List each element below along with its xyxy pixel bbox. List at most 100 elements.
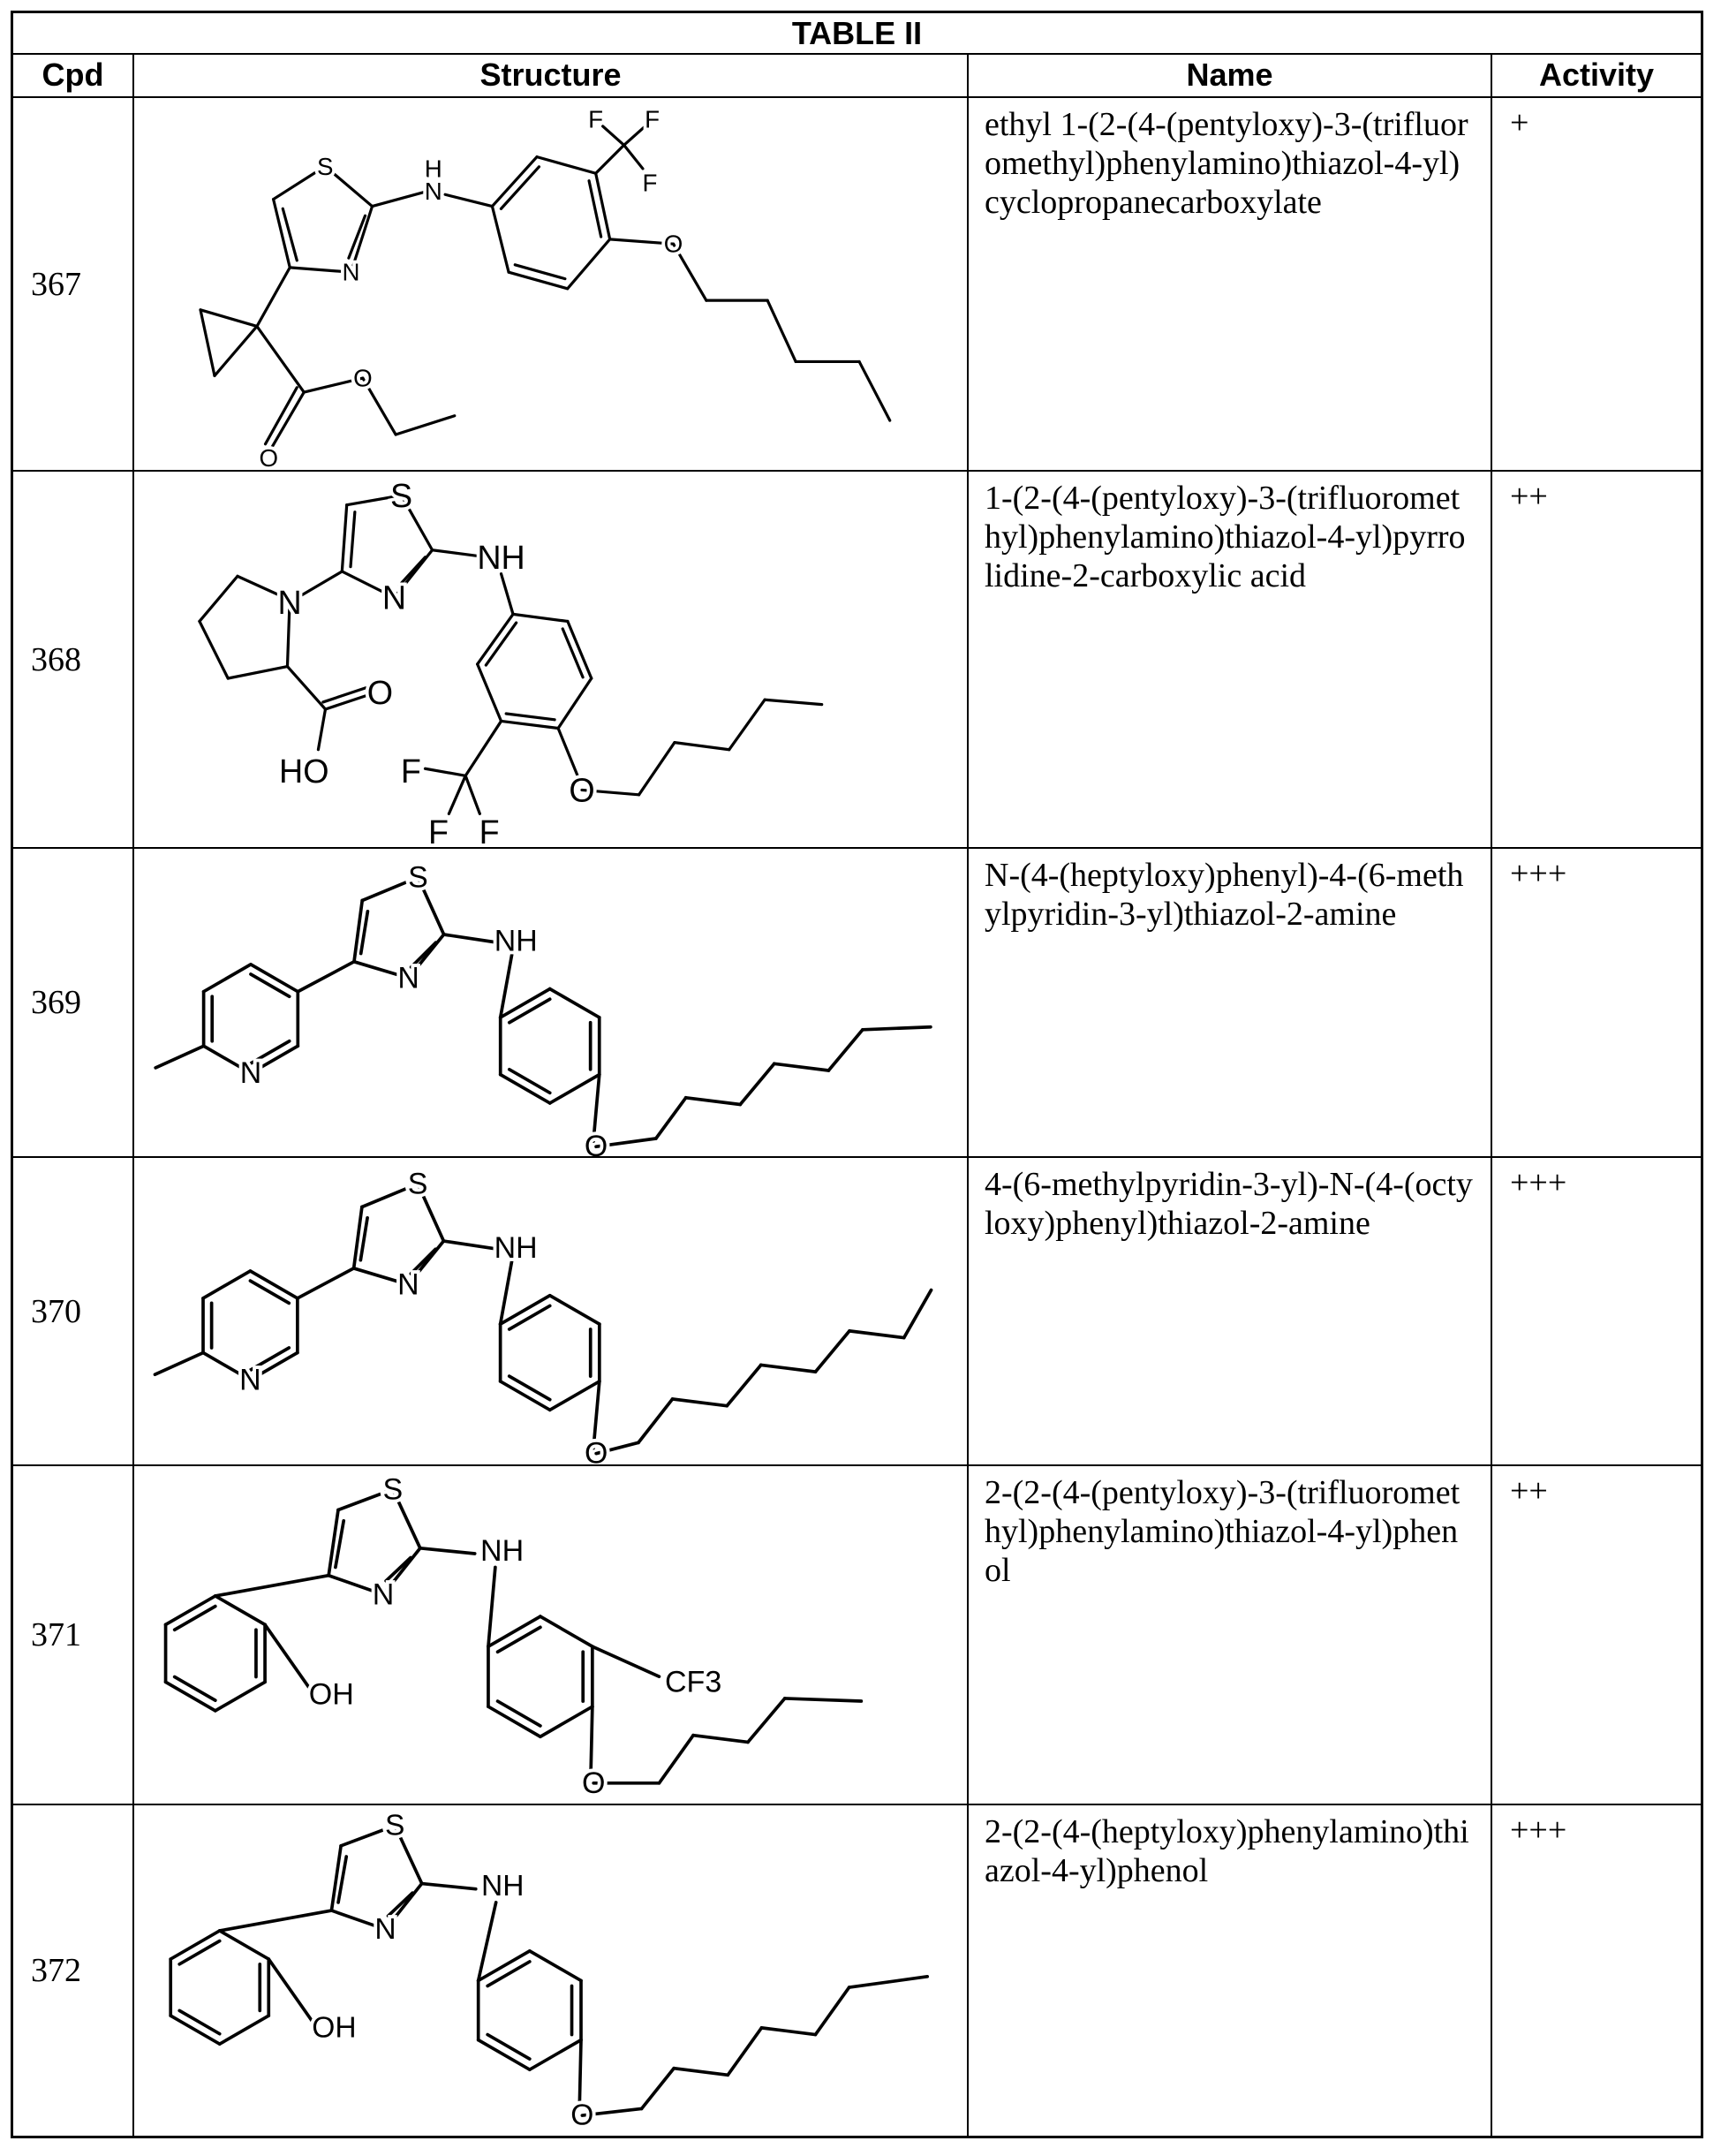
bond (828, 1030, 862, 1070)
compound-name: N-(4-(heptyloxy)phenyl)-4-(6-methylpyrid… (969, 849, 1492, 1158)
bond (686, 1098, 741, 1105)
compound-name: 1-(2-(4-(pentyloxy)-3-(trifluoromethyl)p… (969, 472, 1492, 849)
atom-label: N (343, 259, 360, 286)
bond (479, 1903, 496, 1981)
bond (761, 2028, 815, 2035)
bond (492, 157, 537, 207)
bond (729, 700, 765, 749)
bond (298, 962, 354, 992)
atom-label: O (585, 1130, 608, 1156)
bond (624, 126, 645, 145)
bond (568, 239, 610, 289)
structure-drawing: SNHNNO (134, 1158, 969, 1466)
atom-label: S (317, 153, 333, 180)
bond (761, 1365, 816, 1372)
bond (596, 173, 610, 239)
bond (175, 1607, 215, 1630)
bond (498, 1627, 540, 1652)
bond (727, 1365, 761, 1405)
atom-label: O (582, 1766, 605, 1800)
compound-id-text: 371 (31, 1615, 81, 1654)
activity-value: +++ (1492, 1158, 1701, 1466)
bond (487, 1962, 530, 1986)
bond (155, 1353, 203, 1375)
atom-label: S (390, 477, 412, 514)
bond (530, 2040, 581, 2070)
bond (502, 574, 513, 615)
bond (540, 1616, 593, 1646)
bond (200, 310, 215, 376)
bond (510, 1070, 550, 1093)
structure-drawing: SNHNNO (134, 849, 969, 1158)
atom-label: F (401, 753, 421, 790)
bond (487, 2035, 530, 2060)
bond (215, 1682, 265, 1710)
atom-label: O (569, 771, 594, 808)
bond (373, 193, 425, 207)
compound-name: 2-(2-(4-(pentyloxy)-3-(trifluoromethyl)p… (969, 1466, 1492, 1805)
bond (693, 1736, 748, 1743)
bond (767, 300, 796, 361)
bond (200, 576, 238, 621)
bond (785, 1698, 862, 1701)
atom-label: F (645, 105, 660, 132)
bond (445, 194, 492, 206)
table-title: TABLE II (13, 13, 1701, 55)
bond (200, 310, 257, 327)
bond (740, 1063, 774, 1104)
compound-id-text: 369 (31, 983, 81, 1022)
bond (257, 326, 304, 392)
bond (501, 1261, 512, 1324)
bond (815, 1331, 849, 1372)
bond (540, 1706, 593, 1736)
bond (204, 965, 251, 992)
bond (748, 1698, 785, 1742)
bond (506, 714, 555, 720)
bond (351, 512, 355, 567)
bond (558, 678, 592, 728)
atom-label: N (373, 1577, 395, 1611)
bond (266, 388, 298, 444)
structure-drawing: SNHNNOHOFFFO (134, 472, 969, 849)
bond (298, 1268, 354, 1298)
atom-label: NH (477, 539, 525, 576)
atom-label: F (642, 169, 657, 196)
compound-id: 370 (13, 1158, 134, 1466)
bond (155, 1046, 203, 1068)
bond (220, 1910, 332, 1931)
bond (596, 145, 624, 173)
atom-label: NH (480, 1534, 524, 1568)
bond (501, 167, 539, 209)
bond (863, 1027, 931, 1030)
atom-label: HO (279, 753, 328, 790)
bond (420, 1548, 475, 1554)
bond (593, 1646, 660, 1676)
compound-table: TABLE II Cpd Structure Name Activity 367… (11, 11, 1703, 2138)
atom-label: CF3 (665, 1665, 721, 1698)
chemical-structure: SNHNOHO (134, 1805, 967, 2136)
bond (215, 326, 257, 375)
bond (513, 614, 568, 621)
bond (220, 2016, 269, 2044)
bond (510, 1376, 550, 1400)
bond (318, 709, 325, 750)
bond (203, 1271, 250, 1298)
chemical-structure: SNHNNO (134, 849, 967, 1156)
bond (323, 688, 366, 702)
bond (591, 1706, 593, 1772)
bond (603, 126, 624, 145)
bond (465, 721, 501, 775)
bond (510, 1305, 550, 1329)
bond (639, 743, 675, 795)
compound-id: 367 (13, 98, 134, 472)
header-name: Name (969, 55, 1492, 98)
bond (765, 700, 822, 704)
bond (465, 775, 479, 813)
bond (361, 912, 368, 954)
bond (673, 1399, 728, 1406)
bond (287, 667, 325, 709)
atom-label: S (408, 860, 428, 894)
atom-label: O (664, 231, 683, 258)
bond (550, 1075, 600, 1103)
compound-name: 4-(6-methylpyridin-3-yl)-N-(4-(octyloxy)… (969, 1158, 1492, 1466)
